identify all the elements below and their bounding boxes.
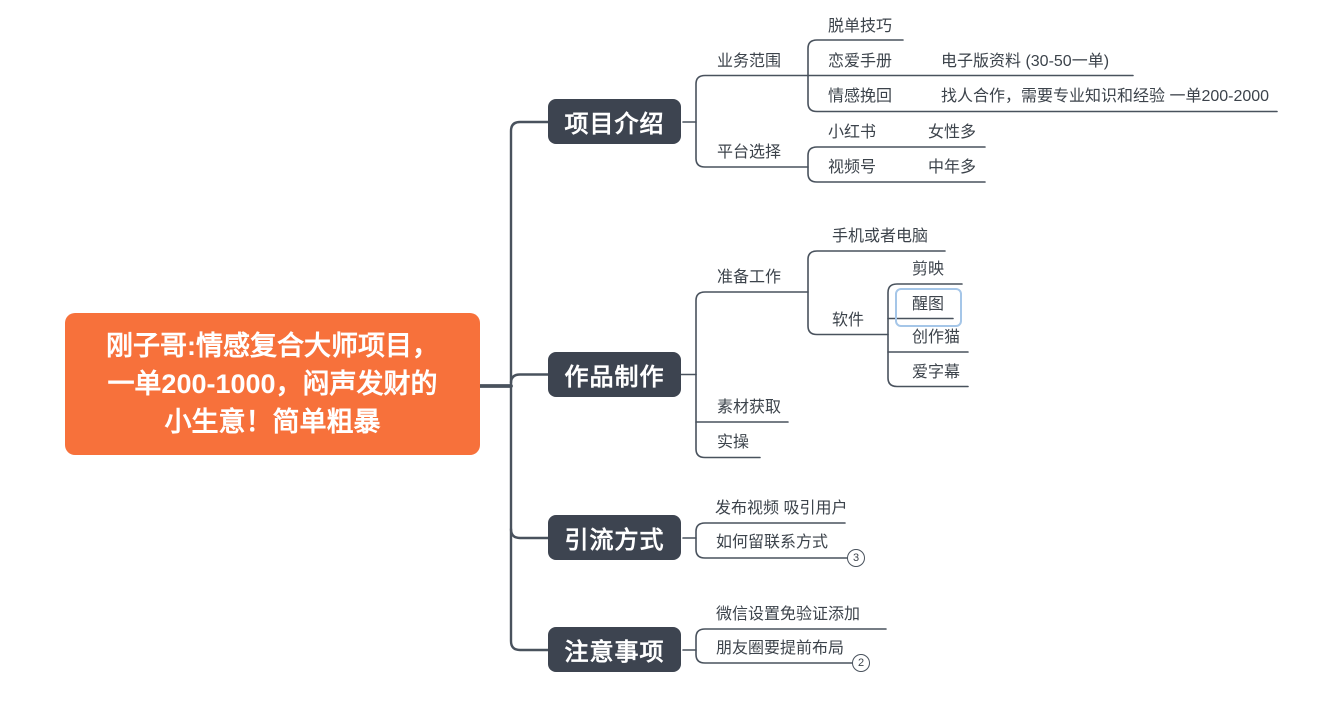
root-topic-line-1: 刚子哥:情感复合大师项目， [106,331,439,361]
node-relationship-recovery[interactable]: 情感挽回 [828,88,893,105]
main-trunk [509,120,550,652]
preparation-bracket [807,250,946,336]
node-love-handbook[interactable]: 恋爱手册 [828,53,893,70]
node-practice[interactable]: 实操 [717,434,750,451]
node-leave-contact[interactable]: 如何留联系方式 [716,534,829,551]
node-preparation[interactable]: 准备工作 [717,269,782,286]
node-publish-video[interactable]: 发布视频 吸引用户 [715,500,848,517]
main-topic-traffic-method[interactable]: 引流方式 [548,515,681,560]
main-topic-content-creation[interactable]: 作品制作 [548,352,681,397]
node-platform-selection[interactable]: 平台选择 [717,144,782,161]
content-creation-bracket [695,291,809,459]
node-cooperation-note[interactable]: 找人合作，需要专业知识和经验 一单200-2000 [941,88,1270,105]
node-xiaohongshu[interactable]: 小红书 [828,124,877,141]
node-wechat-no-verify[interactable]: 微信设置免验证添加 [716,606,861,623]
notes-bracket [695,628,887,664]
stub-traffic-method [509,527,550,540]
node-xingtu[interactable]: 醒图 [912,296,945,313]
root-topic-line-2: 一单200-1000，闷声发财的 [107,369,438,399]
node-software[interactable]: 软件 [832,312,865,329]
node-female-majority[interactable]: 女性多 [928,124,977,141]
node-phone-or-computer[interactable]: 手机或者电脑 [832,228,929,245]
selection-box-xingtu [895,288,962,327]
collapsed-count-badge-moments[interactable]: 2 [852,654,870,672]
platform-bracket [807,146,986,183]
node-aizimu[interactable]: 爱字幕 [912,364,961,381]
node-business-scope[interactable]: 业务范围 [717,53,782,70]
node-material-acquisition[interactable]: 素材获取 [717,399,782,416]
root-topic-line-3: 小生意！简单粗暴 [164,407,381,437]
node-jianying[interactable]: 剪映 [912,261,945,278]
node-shipinhao[interactable]: 视频号 [828,159,877,176]
node-ebook-material[interactable]: 电子版资料 (30-50一单) [941,53,1110,70]
collapsed-count-badge-contact[interactable]: 3 [847,549,865,567]
node-middle-aged[interactable]: 中年多 [928,159,977,176]
project-intro-bracket [695,74,809,168]
stub-content-creation [509,373,550,385]
software-bracket [887,283,969,388]
main-topic-notes[interactable]: 注意事项 [548,627,681,672]
root-topic[interactable]: 刚子哥:情感复合大师项目， 一单200-1000，闷声发财的 小生意！简单粗暴 [65,313,480,455]
main-topic-project-intro[interactable]: 项目介绍 [548,99,681,144]
node-single-tips[interactable]: 脱单技巧 [828,18,893,35]
traffic-method-bracket [695,522,848,559]
node-moments-layout[interactable]: 朋友圈要提前布局 [716,640,845,657]
node-chuangzuomao[interactable]: 创作猫 [912,329,961,346]
